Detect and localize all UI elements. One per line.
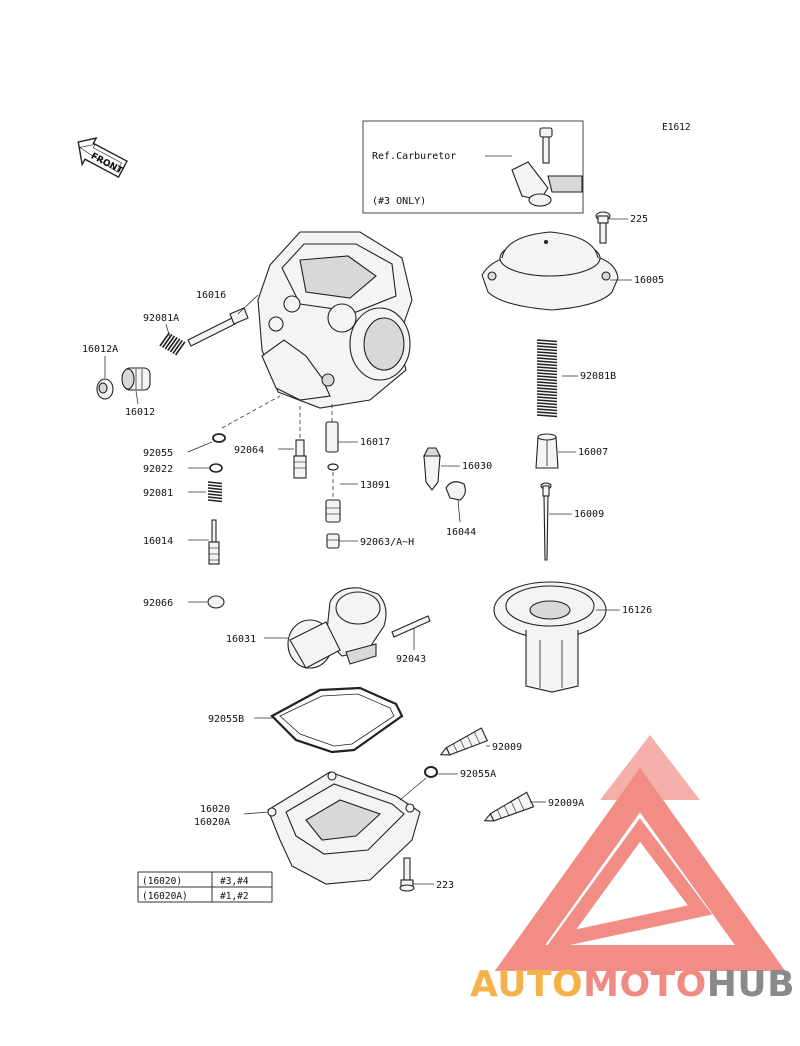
cap-92066-icon [207, 595, 225, 609]
label-225: 225 [630, 214, 648, 225]
table-cell-models: #3,#4 [220, 876, 249, 887]
o-ring-92055-icon [212, 433, 226, 443]
label-16017: 16017 [360, 437, 390, 448]
application-table: (16020) #3,#4 (16020A) #1,#2 [137, 871, 273, 903]
gasket-92055b-icon [270, 686, 404, 754]
front-arrow-icon: FRONT [77, 137, 128, 179]
label-92009a: 92009A [548, 798, 584, 809]
carburetor-body-icon [257, 231, 413, 409]
screw-16014-icon [208, 519, 220, 565]
jet-92064-icon [293, 439, 307, 479]
spring-92081-icon [207, 481, 223, 503]
label-92043: 92043 [396, 654, 426, 665]
screw-92009a-icon [483, 791, 535, 822]
needle-jet-16017-icon [325, 421, 339, 453]
table-cell-part: (16020A) [142, 891, 188, 902]
label-16030: 16030 [462, 461, 492, 472]
label-16016: 16016 [196, 290, 226, 301]
ref-box-note: (#3 ONLY) [372, 196, 426, 207]
diagram-code: E1612 [662, 122, 691, 133]
plug-16012a-icon [96, 378, 114, 400]
watermark-logo [494, 735, 786, 971]
label-92055: 92055 [143, 448, 173, 459]
label-92063: 92063/A~H [360, 537, 414, 548]
label-92081b: 92081B [580, 371, 616, 382]
label-16020: 16020 [200, 804, 230, 815]
screw-92009-icon [439, 727, 489, 756]
o-ring-92055a-icon [424, 766, 438, 778]
ref-carburetor-box [362, 120, 584, 214]
label-16044: 16044 [446, 527, 476, 538]
label-92022: 92022 [143, 464, 173, 475]
watermark-moto: MOTO [583, 964, 707, 1005]
ref-bracket-icon [511, 127, 583, 207]
label-16031: 16031 [226, 634, 256, 645]
label-92009: 92009 [492, 742, 522, 753]
screw-16016-icon [187, 307, 249, 347]
washer-13091-icon [327, 463, 339, 471]
watermark-text: AUTOMOTOHUB [470, 964, 795, 1005]
watermark-hub: HUB [707, 964, 795, 1005]
label-16020a: 16020A [194, 817, 230, 828]
holder-jet-icon [325, 499, 341, 523]
float-bowl-16020-icon [267, 771, 421, 885]
holder-16007-icon [535, 433, 559, 469]
ref-box-title: Ref.Carburetor [372, 151, 456, 162]
label-92055a: 92055A [460, 769, 496, 780]
spring-92081a-icon [159, 332, 186, 356]
label-16012: 16012 [125, 407, 155, 418]
needle-16009-icon [540, 482, 552, 561]
label-16014: 16014 [143, 536, 173, 547]
piston-16126-icon [493, 581, 607, 693]
top-cover-16005-icon [481, 231, 619, 311]
label-16007: 16007 [578, 447, 608, 458]
clip-16044-icon [445, 481, 466, 501]
watermark-auto: AUTO [470, 964, 583, 1005]
label-16012a: 16012A [82, 344, 118, 355]
pin-92043-icon [391, 615, 431, 638]
label-92064: 92064 [234, 445, 264, 456]
table-cell-part: (16020) [142, 876, 182, 887]
float-valve-16030-icon [423, 447, 441, 491]
label-223: 223 [436, 880, 454, 891]
float-16031-icon [287, 587, 387, 669]
label-16009: 16009 [574, 509, 604, 520]
label-92081: 92081 [143, 488, 173, 499]
label-13091: 13091 [360, 480, 390, 491]
adjuster-16012-icon [121, 367, 151, 391]
label-92066: 92066 [143, 598, 173, 609]
spring-92081b-icon [536, 339, 558, 418]
table-cell-models: #1,#2 [220, 891, 249, 902]
label-92055b: 92055B [208, 714, 244, 725]
screw-223-icon [399, 857, 415, 892]
washer-92022-icon [209, 463, 223, 473]
label-92081a: 92081A [143, 313, 179, 324]
main-jet-92063-icon [326, 533, 340, 549]
label-16005: 16005 [634, 275, 664, 286]
label-16126: 16126 [622, 605, 652, 616]
screw-225-icon [595, 211, 611, 244]
